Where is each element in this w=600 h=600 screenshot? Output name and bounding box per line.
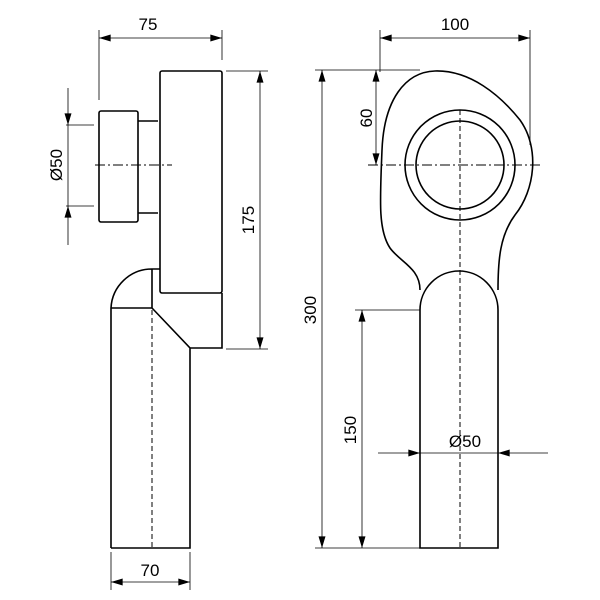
dim-70: 70 — [141, 561, 160, 580]
side-view: 75 Ø50 175 70 — [47, 15, 268, 590]
dim-75: 75 — [139, 15, 158, 34]
dim-300: 300 — [301, 296, 320, 324]
front-view: 60 100 300 150 Ø50 — [301, 15, 548, 549]
dim-150: 150 — [341, 416, 360, 444]
dim-175: 175 — [239, 206, 258, 234]
dim-100: 100 — [441, 15, 469, 34]
dim-front-diameter: Ø50 — [449, 432, 481, 451]
dim-side-diameter: Ø50 — [47, 149, 66, 181]
dim-60: 60 — [357, 109, 376, 128]
